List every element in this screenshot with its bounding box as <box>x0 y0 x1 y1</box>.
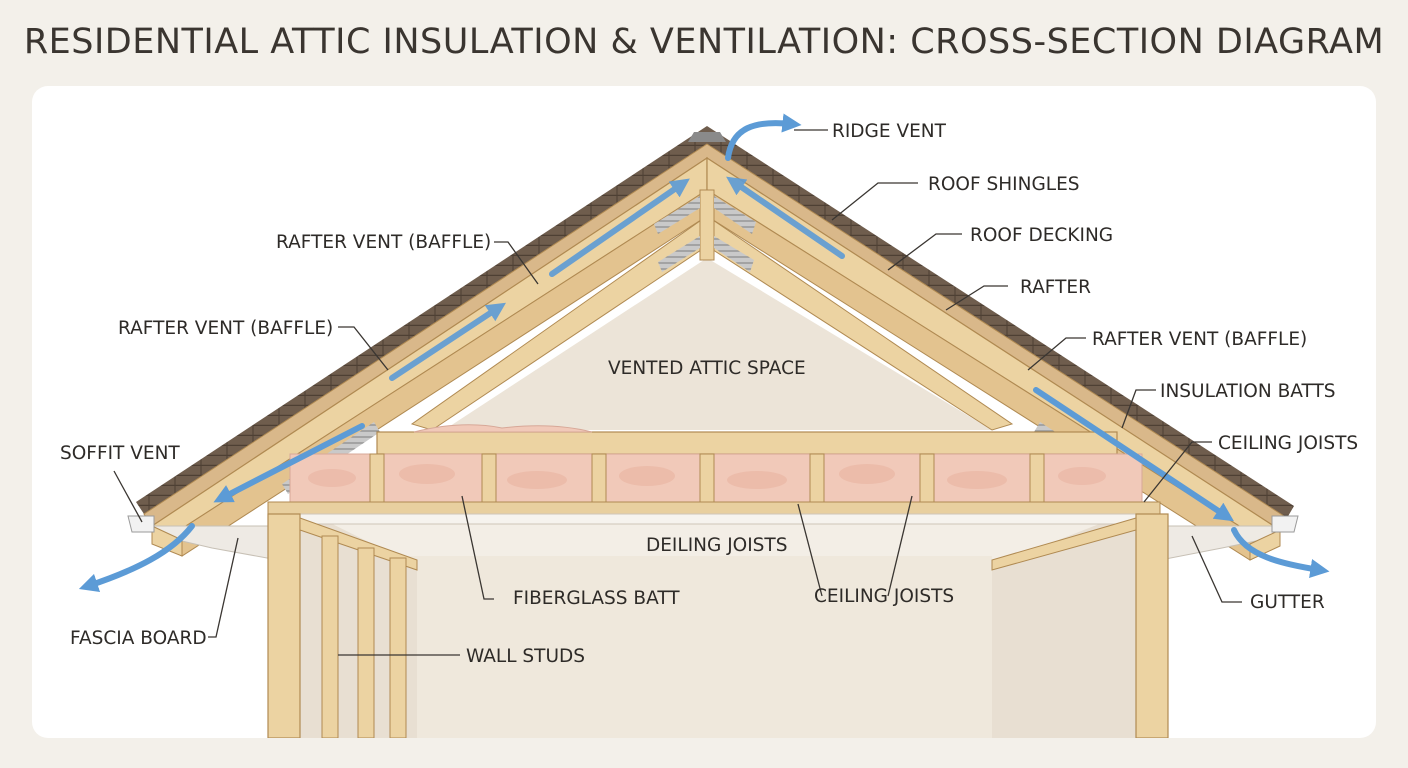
label-rafter-vent-top-left: RAFTER VENT (BAFFLE) <box>276 232 491 253</box>
fascia-left <box>151 525 183 557</box>
gutter-right <box>1271 515 1299 533</box>
label-fascia-board: FASCIA BOARD <box>70 628 207 649</box>
label-wall-studs: WALL STUDS <box>466 646 585 667</box>
airflow-right-lower <box>1033 387 1235 522</box>
cross-section-diagram: RIDGE VENT ROOF SHINGLES ROOF DECKING RA… <box>60 113 1358 738</box>
wall-header-left <box>299 517 418 571</box>
label-rafter-vent-mid-left: RAFTER VENT (BAFFLE) <box>118 318 333 339</box>
room-ceiling-shade <box>300 556 992 738</box>
airflow-right-upper <box>726 176 845 259</box>
label-roof-shingles: ROOF SHINGLES <box>928 174 1080 195</box>
baffle-top-right-1 <box>714 196 756 234</box>
gutter-left <box>127 515 155 533</box>
airflow-left-upper <box>549 178 690 277</box>
label-ceiling-joists-bottom: CEILING JOISTS <box>814 586 954 607</box>
wall-studs-group <box>321 535 407 738</box>
insulation-texture <box>308 464 1106 489</box>
wall-post-left <box>267 513 301 738</box>
label-rafter-vent-right: RAFTER VENT (BAFFLE) <box>1092 329 1307 350</box>
ridge-vent-cap <box>688 132 726 142</box>
baffle-top-right-2 <box>714 236 754 272</box>
airflow-ridge-exhaust <box>725 113 802 161</box>
wall-header-right <box>991 517 1137 571</box>
label-gutter: GUTTER <box>1250 592 1325 613</box>
ceiling-joist-beam <box>376 431 1118 455</box>
ceiling-plate <box>267 501 1161 515</box>
leader-lines <box>113 129 1242 656</box>
airflow-arrows <box>78 113 1330 593</box>
insulation-mound <box>413 424 593 433</box>
attic-space-wall <box>444 258 992 430</box>
ridge-board <box>699 189 715 261</box>
wall-post-right <box>1135 513 1169 738</box>
diagram-panel: RIDGE VENT ROOF SHINGLES ROOF DECKING RA… <box>32 86 1376 738</box>
label-ceiling-joists-right: CEILING JOISTS <box>1218 433 1358 454</box>
airflow-left-eave <box>213 423 365 503</box>
label-roof-decking: ROOF DECKING <box>970 225 1113 246</box>
ceiling-drywall <box>299 513 1141 525</box>
airflow-left-lower <box>389 302 507 381</box>
label-rafter: RAFTER <box>1020 277 1091 298</box>
baffle-top-left-2 <box>658 236 700 272</box>
baffle-top-left-1 <box>654 196 700 234</box>
airflow-soffit-left <box>78 523 195 593</box>
label-deiling-joists: DEILING JOISTS <box>646 535 787 556</box>
room-right-wall-shade <box>992 508 1140 738</box>
label-soffit-vent: SOFFIT VENT <box>60 443 180 464</box>
label-vented-attic-space: VENTED ATTIC SPACE <box>608 358 806 379</box>
label-ridge-vent: RIDGE VENT <box>832 121 947 142</box>
page-title: RESIDENTIAL ATTIC INSULATION & VENTILATI… <box>23 22 1385 62</box>
label-fiberglass-batt: FIBERGLASS BATT <box>513 588 680 609</box>
label-insulation-batts: INSULATION BATTS <box>1160 381 1336 402</box>
airflow-soffit-right <box>1231 527 1330 578</box>
